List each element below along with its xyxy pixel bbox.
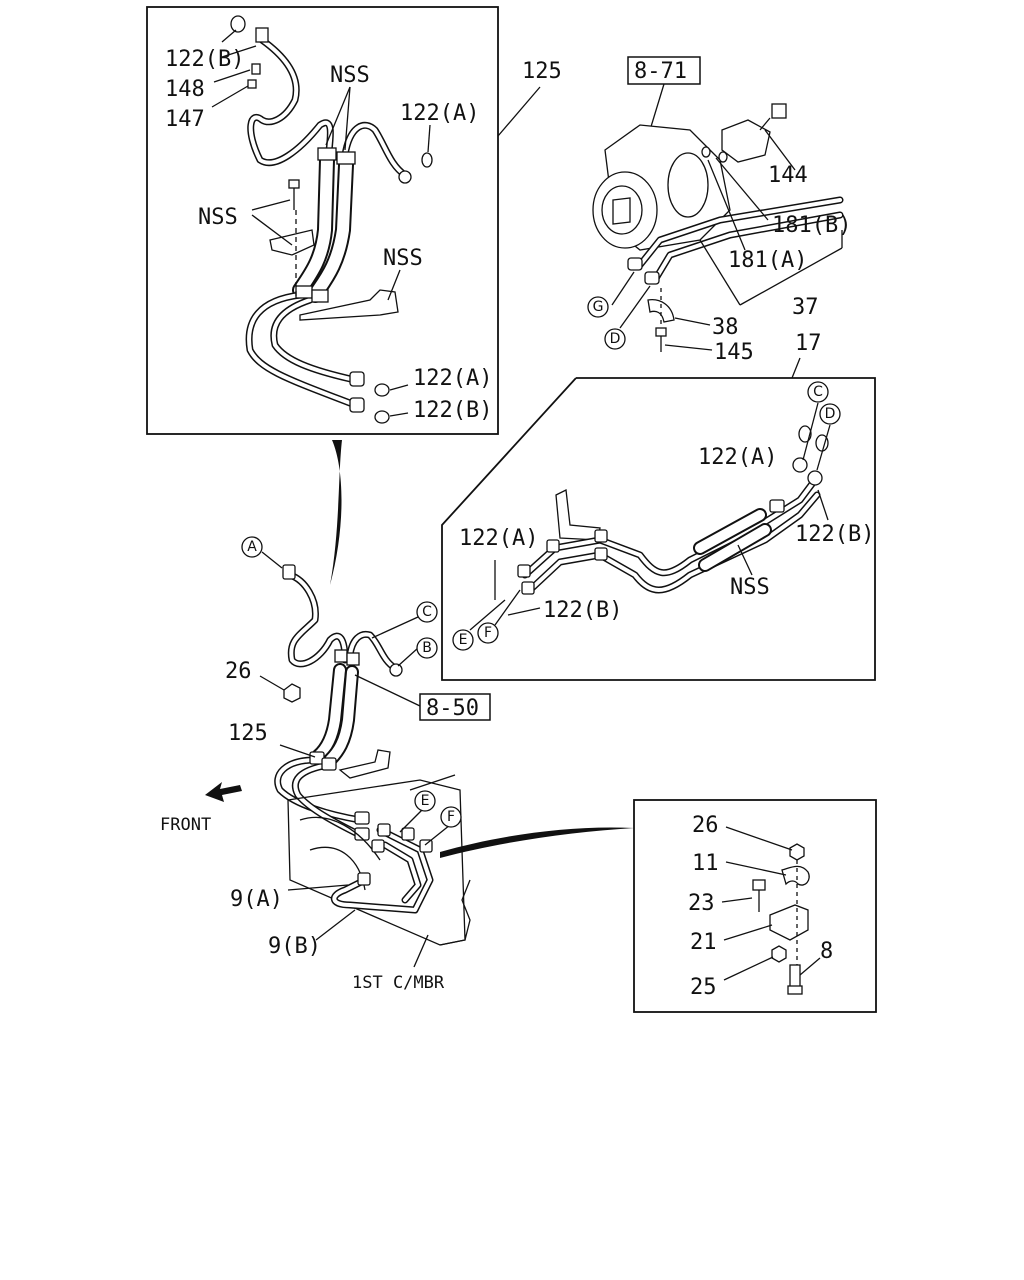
label-122b-right: 122(B) <box>795 522 874 547</box>
bottom-detail-box: 26 11 23 21 8 25 <box>633 799 877 1013</box>
label-125-main: 125 <box>228 721 268 746</box>
label-26-bottom: 26 <box>692 813 719 838</box>
circle-label-c-right: C <box>813 384 823 400</box>
label-122b-lower: 122(B) <box>413 398 492 423</box>
label-181b: 181(B) <box>772 213 851 238</box>
label-122b-top: 122(B) <box>165 47 244 72</box>
label-37: 37 <box>792 295 819 320</box>
label-147: 147 <box>165 107 205 132</box>
label-front: FRONT <box>160 815 211 835</box>
connector-curve-bottom <box>440 827 634 858</box>
circle-label-c-main: C <box>422 604 432 620</box>
label-17: 17 <box>795 331 822 356</box>
main-assembly: A C B 26 8-50 125 FRONT E F 9(A) 9(B) 1S… <box>160 536 491 993</box>
label-122a-left: 122(A) <box>459 526 538 551</box>
bottom-detail-frame <box>633 799 877 1013</box>
label-8: 8 <box>820 939 833 964</box>
top-detail-frame <box>146 6 499 435</box>
circle-label-a: A <box>247 539 257 555</box>
label-11: 11 <box>692 851 719 876</box>
circle-label-e-main: E <box>421 793 430 809</box>
label-21: 21 <box>690 930 717 955</box>
right-detail-frame <box>441 377 876 681</box>
circle-label-b: B <box>422 640 432 656</box>
label-144: 144 <box>768 163 808 188</box>
label-nss-top: NSS <box>330 63 370 88</box>
connector-curve-top <box>330 440 342 585</box>
circle-label-d-right: D <box>825 406 836 422</box>
label-1st-cmbr: 1ST C/MBR <box>352 973 445 993</box>
label-145: 145 <box>714 340 754 365</box>
circle-label-d: D <box>610 331 621 347</box>
label-nss-clamp: NSS <box>198 205 238 230</box>
circle-label-e-right: E <box>459 632 468 648</box>
label-181a: 181(A) <box>728 248 807 273</box>
label-148: 148 <box>165 77 205 102</box>
label-122a-right: 122(A) <box>698 445 777 470</box>
label-122b-left: 122(B) <box>543 598 622 623</box>
ref-8-50: 8-50 <box>426 696 479 721</box>
label-38: 38 <box>712 315 739 340</box>
label-125-top: 125 <box>522 59 562 84</box>
circle-label-f-main: F <box>447 809 455 825</box>
compressor-group: 8-71 144 181 <box>587 56 851 365</box>
circle-label-f-right: F <box>484 625 492 641</box>
label-9a: 9(A) <box>230 887 283 912</box>
ref-8-71: 8-71 <box>634 59 687 84</box>
front-arrow-icon <box>205 782 242 802</box>
right-detail-box: 17 C D 122(A) <box>441 331 876 681</box>
circle-label-g: G <box>593 299 604 315</box>
label-122a-top: 122(A) <box>400 101 479 126</box>
label-25: 25 <box>690 975 717 1000</box>
top-detail-box: 122(B) 148 147 NSS 122(A) NSS NSS 122(A)… <box>146 6 499 435</box>
label-122a-lower: 122(A) <box>413 366 492 391</box>
label-26-main: 26 <box>225 659 252 684</box>
label-nss-right: NSS <box>730 575 770 600</box>
label-9b: 9(B) <box>268 934 321 959</box>
label-nss-bracket: NSS <box>383 246 423 271</box>
label-23: 23 <box>688 891 715 916</box>
